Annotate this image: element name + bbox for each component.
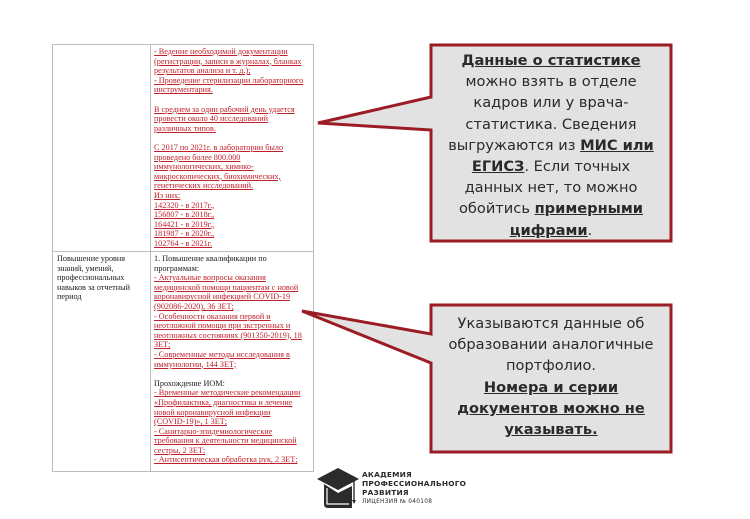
cell-line: профессиональных <box>57 273 125 283</box>
cell-line: неотложной помощи при экстренных и <box>154 321 291 331</box>
cell-line: (COVID-19)», 1 ЗЕТ; <box>154 417 227 427</box>
portfolio-table: - Ведение необходимой документации(регис… <box>52 44 314 472</box>
cell-line: коронавирусной инфекцией COVID-19 <box>154 292 291 302</box>
cell-line: период <box>57 292 82 302</box>
emphasis-text: Номера и серии <box>483 378 619 396</box>
cell-line: сестры, 2 ЗЕТ; <box>154 445 206 455</box>
callout-line: портфолио. <box>433 355 669 376</box>
cell-line: - Особенности оказания первой и <box>154 311 271 321</box>
callout-line: образовании аналогичные <box>433 334 669 355</box>
callout-line: указывать. <box>433 419 669 440</box>
logo-line2: ПРОФЕССИОНАЛЬНОГО <box>362 479 467 489</box>
callout-line: можно взять в отделе <box>433 71 669 92</box>
cell-line: Из них: <box>154 190 181 200</box>
cell-line: 142320 - в 2017г., <box>154 200 215 210</box>
callout-line: выгружаются из МИС или <box>433 135 669 156</box>
cell-line: проведено более 800.000 <box>154 152 241 162</box>
cell-line: 164421 - в 2019г., <box>154 219 215 229</box>
cell-line: - Антисептическая обработка рук, 2 ЗЕТ; <box>154 455 298 465</box>
plain-text: кадров или у врача- <box>473 94 629 112</box>
cell-line: требования к деятельности медицинской <box>154 436 297 446</box>
emphasis-text: документов можно не <box>457 399 645 417</box>
emphasis-text: МИС или <box>580 136 654 154</box>
plain-text: Указываются данные об <box>457 315 645 332</box>
cell-line: ЗЕТ; <box>154 340 171 350</box>
callout-line: Данные о статистике <box>433 50 669 71</box>
cell-line: - Ведение необходимой документации <box>154 47 288 56</box>
plain-text: данных нет, то можно <box>464 179 638 197</box>
emphasis-text: примерными <box>534 200 644 218</box>
cell-line: (902086-2020), 36 ЗЕТ; <box>154 301 234 311</box>
callout-line: Указываются данные об <box>433 313 669 334</box>
logo-line3: РАЗВИТИЯ <box>362 488 409 498</box>
cell-line: знаний, умений, <box>57 263 114 273</box>
callout-line: статистика. Сведения <box>433 114 669 135</box>
cell-line: иммунологических, химико- <box>154 162 254 172</box>
callout1-text: Данные о статистике можно взять в отделе к… <box>433 50 669 241</box>
cell-line: Повышение уровня <box>57 254 126 263</box>
cell-line: инструментария. <box>154 85 213 95</box>
cell-line: 102764 - в 2021г. <box>154 238 213 248</box>
plain-text: образовании аналогичные <box>448 336 654 354</box>
plain-text: статистика. Сведения <box>465 115 637 133</box>
graduation-cap-icon <box>317 468 359 508</box>
callout-line: документов можно не <box>433 398 669 419</box>
cell-line: программам: <box>154 263 200 273</box>
logo-line1: АКАДЕМИЯ <box>362 470 412 479</box>
emphasis-text: указывать. <box>504 421 598 439</box>
emphasis-text: цифрами <box>509 221 588 239</box>
plain-text: можно взять в отделе <box>465 73 637 91</box>
cell-line: результатов анализа и т. д.); <box>154 66 251 76</box>
emphasis-text: ЕГИСЗ <box>471 158 525 176</box>
callout-line: цифрами. <box>433 220 669 241</box>
cell-line: генетических исследований. <box>154 181 254 191</box>
plain-text: обойтись <box>458 200 535 218</box>
callout-line: Номера и серии <box>433 377 669 398</box>
cell-line: различных типов. <box>154 123 216 133</box>
callout1-shape <box>317 43 673 243</box>
cell-line: - Проведение стерилизации лабораторного <box>154 75 304 85</box>
emphasis-text: Данные о статистике <box>461 52 641 69</box>
academy-logo-text: АКАДЕМИЯ ПРОФЕССИОНАЛЬНОГО РАЗВИТИЯ ЛИЦЕ… <box>362 470 466 507</box>
cell-line: - Санитарно-эпидемиологические <box>154 426 273 436</box>
cell-line: 1. Повышение квалификации по <box>154 254 267 263</box>
cell-line: В среднем за один рабочий день удается <box>154 104 295 114</box>
cell-line: провести около 40 исследований <box>154 114 269 124</box>
callout-line: ЕГИСЗ. Если точных <box>433 156 669 177</box>
callout2-text: Указываются данные об образовании аналоги… <box>433 313 669 440</box>
cell-line: 156807 - в 2018г., <box>154 210 215 220</box>
cell-line: - Современные методы исследования в <box>154 349 290 359</box>
cell-line: неотложных состояниях (901350-2019), 18 <box>154 330 302 340</box>
callout-line: данных нет, то можно <box>433 177 669 198</box>
plain-text: . Если точных <box>524 158 631 176</box>
callout2-shape <box>301 303 673 454</box>
plain-text: . <box>587 221 593 239</box>
cell-line: медицинской помощи пациентам с новой <box>154 282 299 292</box>
cell-line: С 2017 по 2021г. в лаборатории было <box>154 142 284 152</box>
row1-content-cell: - Ведение необходимой документации(регис… <box>154 47 314 248</box>
row-divider <box>53 251 313 252</box>
cell-line: иммунологии, 144 ЗЕТ; <box>154 359 237 369</box>
cell-line: 181987 - в 2020г., <box>154 229 215 239</box>
callout-line: кадров или у врача- <box>433 92 669 113</box>
cell-line: - Актуальные вопросы оказания <box>154 273 266 283</box>
plain-text: выгружаются из <box>448 136 581 154</box>
cell-line: «Профилактика, диагностика и лечение <box>154 397 293 407</box>
logo-license: ЛИЦЕНЗИЯ № 040108 <box>362 498 433 505</box>
cell-line: микроскопических, биохимических, <box>154 171 281 181</box>
cell-line: - Временные методические рекомендации <box>154 388 301 398</box>
plain-text: портфолио. <box>505 357 597 375</box>
column-divider <box>150 45 151 471</box>
cell-line: (регистрации, записи в журналах, бланках <box>154 56 302 66</box>
cell-line: Прохождение ИОМ: <box>154 378 225 388</box>
cell-line: новой коронавирусной инфекции <box>154 407 271 417</box>
callout-line: обойтись примерными <box>433 198 669 219</box>
cell-line: навыков за отчетный <box>57 282 131 292</box>
